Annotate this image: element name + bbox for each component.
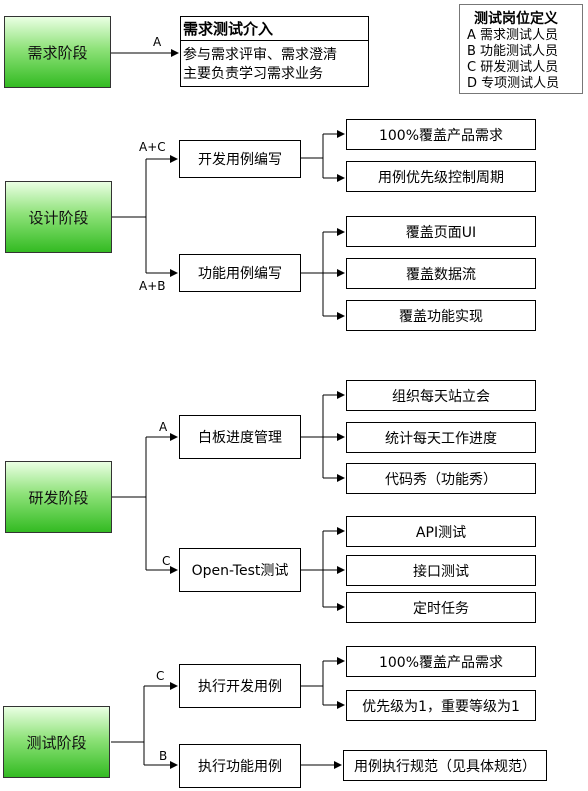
stage-requirements[interactable]: 需求阶段: [4, 16, 111, 88]
legend: 测试岗位定义 A 需求测试人员 B 功能测试人员 C 研发测试人员 D 专项测试…: [459, 4, 583, 94]
stage-testing[interactable]: 测试阶段: [3, 706, 110, 778]
intro-title: 需求测试介入: [183, 20, 274, 38]
node-open-test[interactable]: Open-Test测试: [179, 548, 301, 592]
legend-item-c: C 研发测试人员: [467, 60, 559, 75]
stage-design[interactable]: 设计阶段: [5, 181, 112, 253]
intro-box[interactable]: 需求测试介入 参与需求评审、需求澄清 主要负责学习需求业务: [180, 16, 369, 87]
node-exec-func-cases[interactable]: 执行功能用例: [179, 744, 301, 788]
node-func-ui[interactable]: 覆盖页面UI: [346, 216, 536, 247]
node-standup[interactable]: 组织每天站立会: [346, 380, 536, 411]
intro-divider: [181, 40, 368, 41]
node-code-show[interactable]: 代码秀（功能秀）: [346, 463, 536, 494]
edge-label-design-func: A+B: [139, 279, 166, 293]
legend-item-b: B 功能测试人员: [467, 44, 559, 59]
node-func-cases[interactable]: 功能用例编写: [179, 254, 301, 292]
node-scheduled-task[interactable]: 定时任务: [346, 592, 536, 623]
node-exec-standard[interactable]: 用例执行规范（见具体规范）: [343, 750, 547, 781]
legend-title: 测试岗位定义: [474, 11, 558, 27]
edge-label-design-dev: A+C: [139, 140, 166, 154]
edge-label-req: A: [153, 35, 162, 49]
node-func-dataflow[interactable]: 覆盖数据流: [346, 258, 536, 289]
node-dev-cases[interactable]: 开发用例编写: [179, 140, 301, 178]
node-whiteboard[interactable]: 白板进度管理: [179, 415, 301, 459]
node-interface-test[interactable]: 接口测试: [346, 555, 536, 586]
legend-item-a: A 需求测试人员: [467, 28, 559, 43]
node-progress[interactable]: 统计每天工作进度: [346, 422, 536, 453]
stage-development[interactable]: 研发阶段: [5, 461, 112, 533]
node-func-impl[interactable]: 覆盖功能实现: [346, 300, 536, 331]
edge-label-test-dev: C: [156, 669, 165, 683]
node-exec-priority[interactable]: 优先级为1，重要等级为1: [346, 690, 536, 721]
edge-label-dev-board: A: [159, 420, 168, 434]
intro-line-2: 主要负责学习需求业务: [183, 66, 323, 82]
edge-label-test-func: B: [159, 749, 168, 763]
node-exec-dev-cases[interactable]: 执行开发用例: [179, 664, 301, 708]
edge-label-dev-open: C: [162, 554, 171, 568]
node-api-test[interactable]: API测试: [346, 516, 536, 547]
legend-item-d: D 专项测试人员: [467, 76, 560, 91]
node-exec-coverage[interactable]: 100%覆盖产品需求: [346, 646, 536, 677]
node-dev-cases-priority[interactable]: 用例优先级控制周期: [346, 161, 536, 192]
intro-line-1: 参与需求评审、需求澄清: [183, 47, 337, 63]
node-dev-cases-coverage[interactable]: 100%覆盖产品需求: [346, 119, 536, 150]
